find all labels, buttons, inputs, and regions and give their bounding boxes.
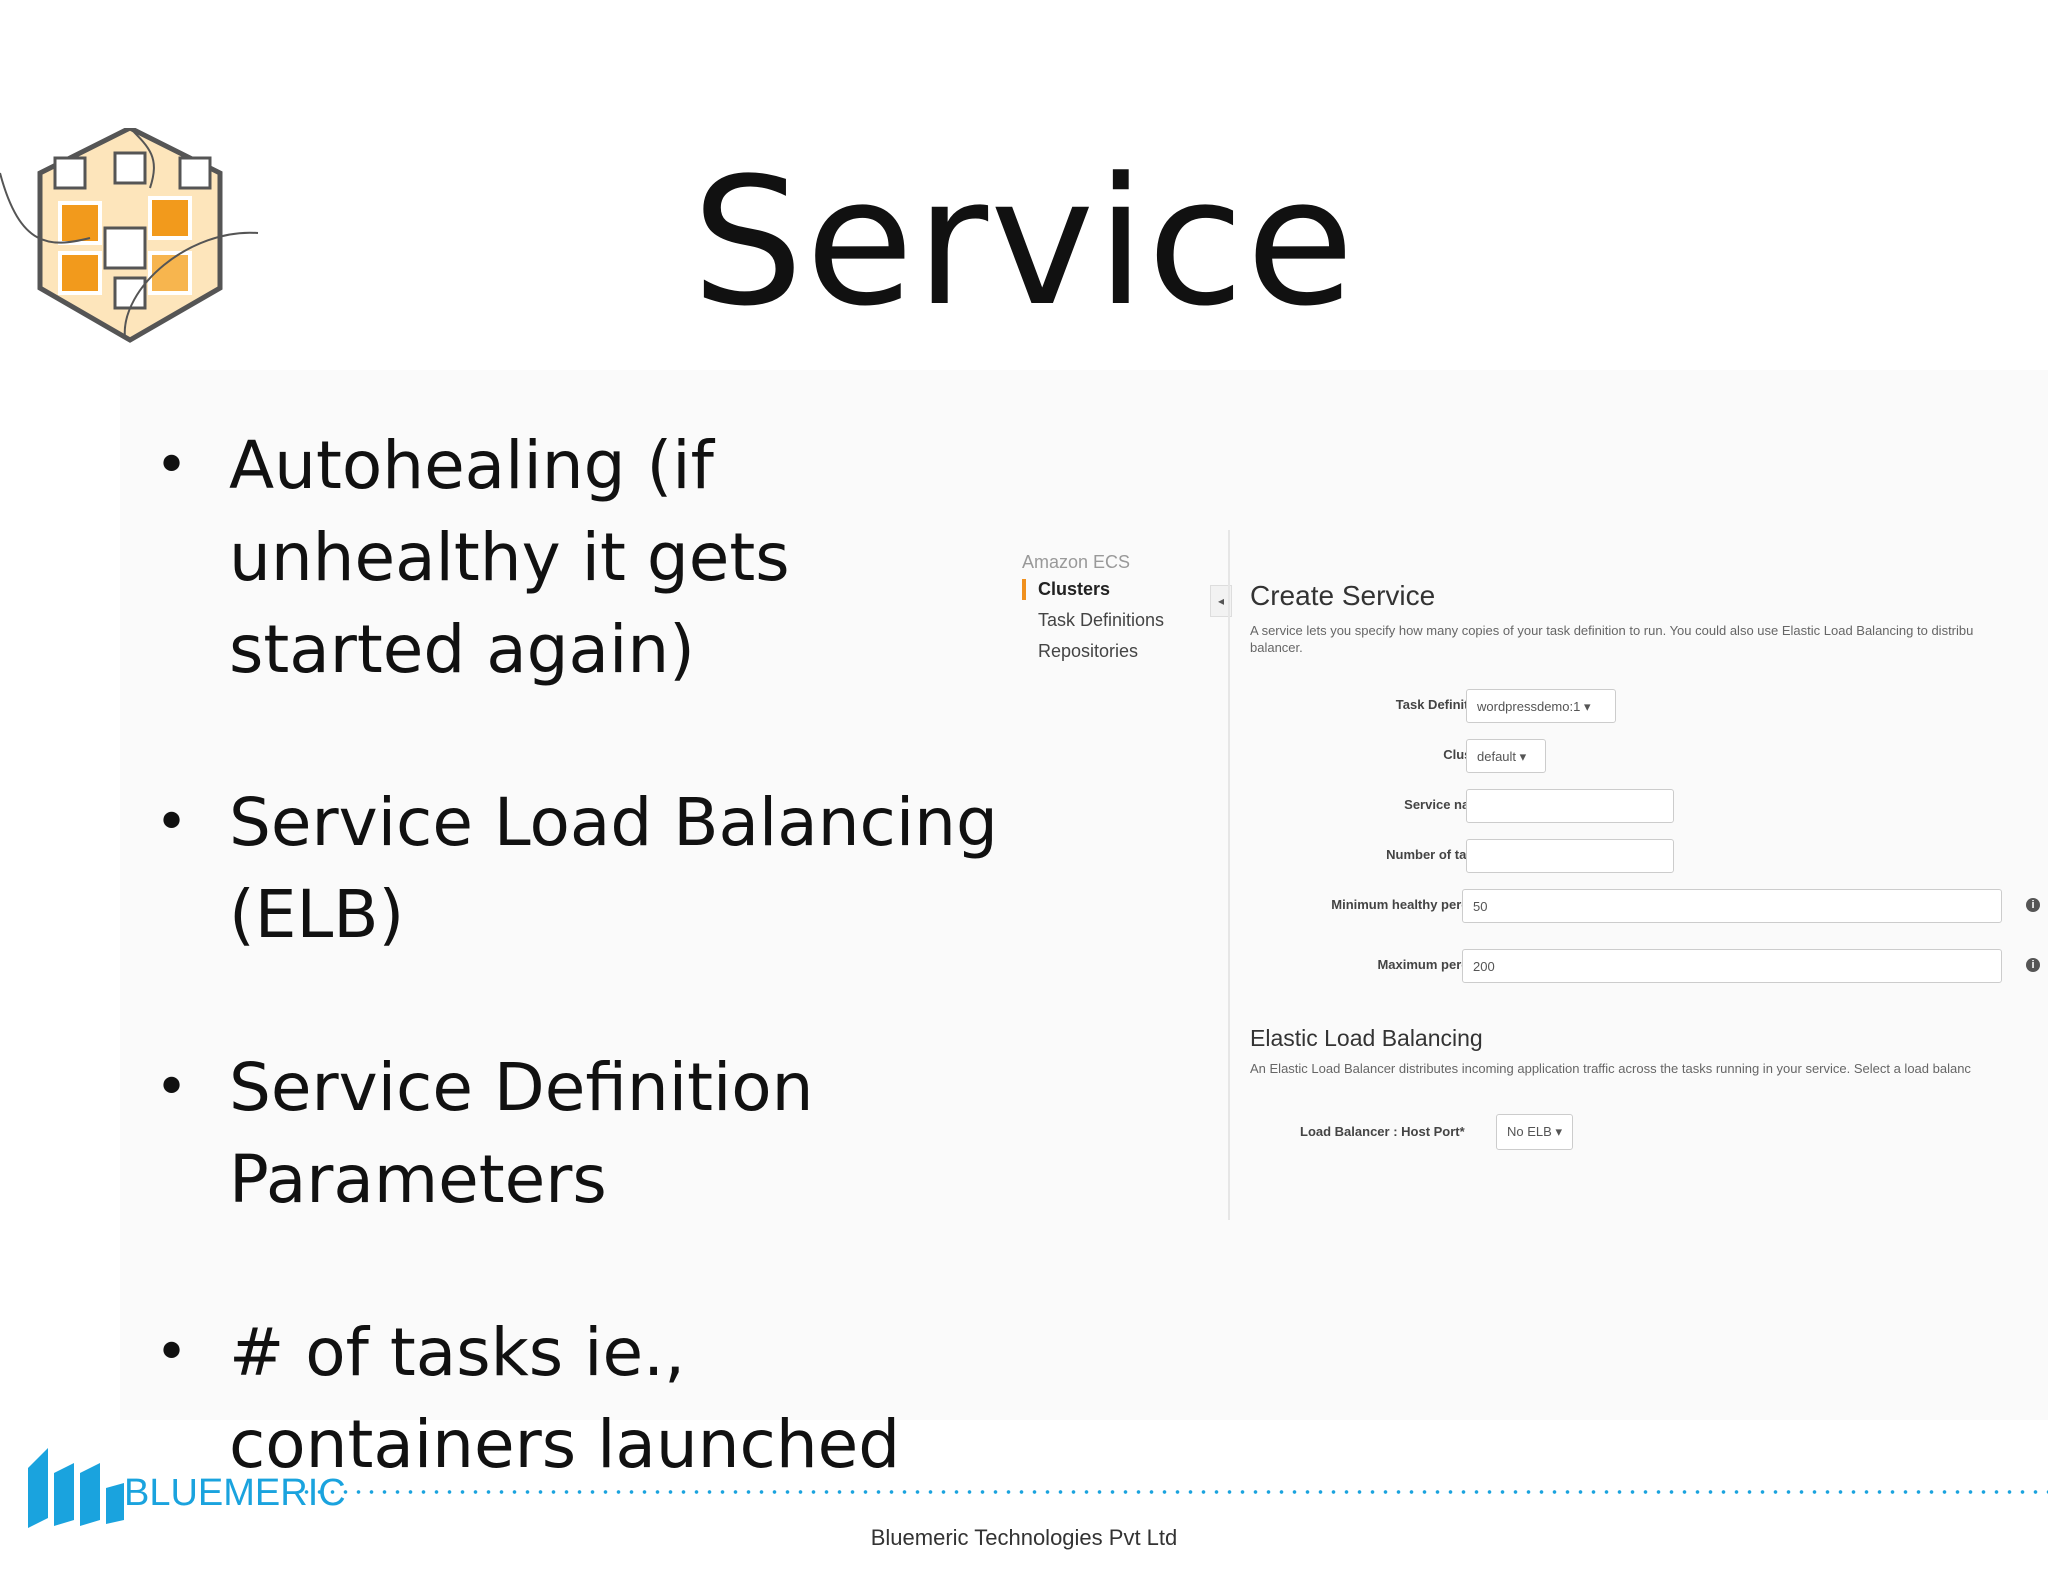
bullet-text: Autohealing (if unhealthy it gets starte…	[229, 427, 790, 688]
footer-company-name: Bluemeric Technologies Pvt Ltd	[870, 1525, 1178, 1550]
bluemeric-logo-icon	[28, 1448, 124, 1528]
info-icon[interactable]: i	[2026, 958, 2040, 972]
ecs-sidebar: Amazon ECS Clusters Task Definitions Rep…	[1022, 552, 1202, 672]
load-balancer-label: Load Balancer : Host Port*	[1300, 1124, 1465, 1139]
cluster-select[interactable]: default ▾	[1466, 739, 1546, 773]
create-service-description-cont: balancer.	[1250, 640, 1303, 655]
load-balancer-select[interactable]: No ELB ▾	[1496, 1114, 1573, 1150]
bullet-text: Service Definition Parameters	[229, 1049, 814, 1218]
number-of-tasks-input[interactable]	[1466, 839, 1674, 873]
sidebar-divider	[1228, 530, 1230, 1220]
sidebar-brand[interactable]: Amazon ECS	[1022, 552, 1131, 572]
form-row: Minimum healthy percent 50 i	[1250, 885, 2048, 945]
task-definition-value: wordpressdemo:1	[1477, 699, 1581, 714]
sidebar-item-repositories[interactable]: Repositories	[1038, 641, 1139, 661]
bullet-list: • Autohealing (if unhealthy it gets star…	[155, 420, 1015, 1572]
collapse-sidebar-icon[interactable]: ◂	[1210, 585, 1232, 617]
sidebar-item-clusters[interactable]: Clusters	[1022, 579, 1202, 600]
create-service-heading: Create Service	[1250, 580, 1436, 611]
max-percent-input[interactable]: 200	[1462, 949, 2002, 983]
elb-section: Elastic Load Balancing An Elastic Load B…	[1250, 1025, 2048, 1162]
min-healthy-percent-label: Minimum healthy percent	[1331, 897, 1488, 912]
chevron-down-icon: ▾	[1555, 1124, 1562, 1139]
create-service-description: A service lets you specify how many copi…	[1250, 623, 1974, 638]
bullet-dot-icon: •	[155, 433, 189, 498]
bullet-text: # of tasks ie., containers launched	[229, 1314, 901, 1483]
task-definition-label: Task Definition	[1395, 697, 1488, 712]
slide-title: Service	[691, 140, 1357, 345]
footer-dotted-line	[300, 1490, 2048, 1494]
form-row: Load Balancer : Host Port* No ELB ▾	[1250, 1112, 2048, 1162]
bullet-item: • Autohealing (if unhealthy it gets star…	[155, 420, 1015, 696]
ecs-console-screenshot: Amazon ECS Clusters Task Definitions Rep…	[1012, 530, 2048, 1220]
bullet-dot-icon: •	[155, 1055, 189, 1120]
elb-description: An Elastic Load Balancer distributes inc…	[1250, 1061, 1971, 1076]
bullet-item: • # of tasks ie., containers launched	[155, 1307, 1015, 1491]
bullet-item: • Service Load Balancing (ELB)	[155, 777, 1015, 961]
min-healthy-percent-input[interactable]: 50	[1462, 889, 2002, 923]
form-row: Maximum percent 200 i	[1250, 945, 2048, 1005]
task-definition-select[interactable]: wordpressdemo:1 ▾	[1466, 689, 1616, 723]
number-of-tasks-label: Number of tasks	[1386, 847, 1488, 862]
bullet-item: • Service Definition Parameters	[155, 1042, 1015, 1226]
bullet-dot-icon: •	[155, 790, 189, 855]
bullet-text: Service Load Balancing (ELB)	[229, 784, 998, 953]
load-balancer-value: No ELB	[1507, 1124, 1552, 1139]
form-row: Cluster default ▾	[1250, 735, 2048, 785]
form-row: Service name	[1250, 785, 2048, 835]
elb-heading: Elastic Load Balancing	[1250, 1025, 1483, 1051]
max-percent-label: Maximum percent	[1377, 957, 1488, 972]
form-row: Number of tasks	[1250, 835, 2048, 885]
form-row: Task Definition wordpressdemo:1 ▾	[1250, 685, 2048, 735]
chevron-down-icon: ▾	[1583, 699, 1591, 714]
cluster-value: default	[1477, 749, 1517, 764]
create-service-form: Task Definition wordpressdemo:1 ▾ Cluste…	[1250, 685, 2048, 1005]
service-name-input[interactable]	[1466, 789, 1674, 823]
sidebar-item-task-definitions[interactable]: Task Definitions	[1038, 610, 1165, 630]
info-icon[interactable]: i	[2026, 898, 2040, 912]
chevron-down-icon: ▾	[1519, 749, 1527, 764]
bullet-dot-icon: •	[155, 1320, 189, 1385]
ecs-hexagon-logo	[0, 128, 259, 343]
create-service-panel: Create Service A service lets you specif…	[1250, 580, 2048, 1162]
